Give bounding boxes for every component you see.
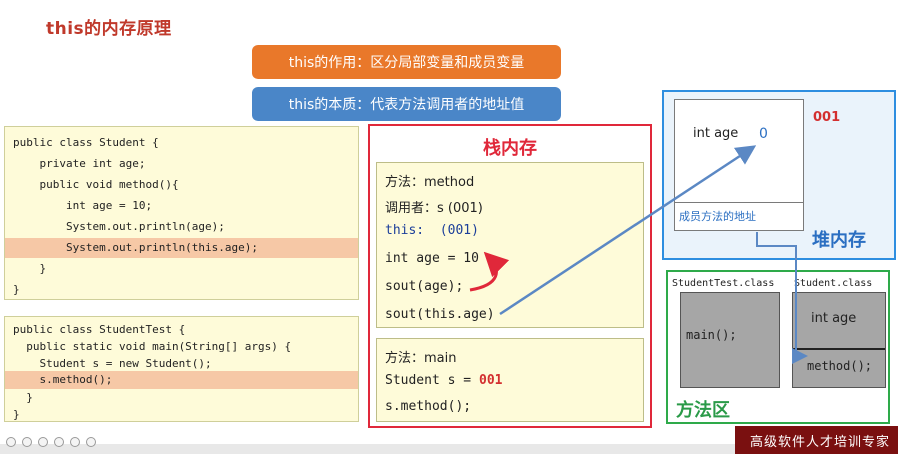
- frame-this: this: (001): [385, 223, 479, 238]
- control-dot-icon[interactable]: [54, 437, 64, 447]
- method-area-title: 方法区: [676, 400, 730, 421]
- stack-memory-panel: 栈内存 方法：method 调用者：s (001) this: (001) in…: [368, 124, 652, 428]
- code-line: int age = 10;: [13, 199, 153, 212]
- class-box-student: int age method();: [792, 292, 886, 388]
- heap-field-name: int age: [693, 126, 739, 141]
- class-method-method: method();: [807, 359, 873, 373]
- control-dot-icon[interactable]: [70, 437, 80, 447]
- code-line: }: [13, 391, 33, 404]
- heap-field-value: 0: [759, 126, 768, 142]
- code-line: System.out.println(age);: [13, 220, 225, 233]
- code-line: public void method(){: [13, 178, 179, 191]
- class-name-studenttest: StudentTest.class: [672, 278, 775, 289]
- class-field-age: int age: [811, 311, 857, 326]
- frame-var-value: 001: [479, 373, 503, 388]
- code-line: public static void main(String[] args) {: [13, 340, 292, 353]
- control-dot-icon[interactable]: [6, 437, 16, 447]
- heap-object: int age 0 成员方法的地址: [674, 99, 804, 231]
- class-divider: [793, 348, 885, 350]
- main-stack-frame: 方法：main Student s = 001 s.method();: [376, 338, 644, 422]
- class-method-main-label: main();: [686, 328, 737, 342]
- purpose-label: this的作用：区分局部变量和成员变量: [252, 45, 561, 79]
- frame-sout-age: sout(age);: [385, 279, 464, 294]
- code-block-student: public class Student { private int age; …: [4, 126, 359, 300]
- frame-local-var: int age = 10: [385, 251, 479, 266]
- player-controls[interactable]: [6, 437, 96, 447]
- frame-call: s.method();: [385, 399, 472, 414]
- frame-method-name: 方法：main: [385, 351, 457, 366]
- frame-sout-this-age: sout(this.age): [385, 307, 495, 322]
- heap-method-addr: 成员方法的地址: [679, 210, 756, 223]
- code-line: public class Student {: [13, 136, 159, 149]
- code-block-studenttest: public class StudentTest { public static…: [4, 316, 359, 422]
- heap-title: 堆内存: [812, 230, 866, 251]
- essence-label: this的本质：代表方法调用者的地址值: [252, 87, 561, 121]
- stack-title: 栈内存: [483, 138, 537, 159]
- control-dot-icon[interactable]: [22, 437, 32, 447]
- control-dot-icon[interactable]: [38, 437, 48, 447]
- code-line: }: [13, 408, 20, 421]
- slide-title: this的内存原理: [46, 19, 172, 39]
- frame-var-label: Student s =: [385, 373, 472, 388]
- heap-divider: [675, 202, 803, 203]
- heap-address: 001: [813, 110, 841, 125]
- footer-slogan: 高级软件人才培训专家: [735, 426, 898, 454]
- control-dot-icon[interactable]: [86, 437, 96, 447]
- code-line-highlighted: System.out.println(this.age);: [5, 238, 358, 258]
- code-line: }: [13, 283, 20, 296]
- code-line: }: [13, 262, 47, 275]
- footer-slogan-text: 高级软件人才培训专家: [749, 434, 890, 450]
- code-line: public class StudentTest {: [13, 323, 186, 336]
- code-line-highlighted: s.method();: [5, 371, 358, 389]
- method-stack-frame: 方法：method 调用者：s (001) this: (001) int ag…: [376, 162, 644, 328]
- frame-method-name: 方法：method: [385, 175, 475, 190]
- footer-line: [0, 444, 735, 454]
- frame-caller: 调用者：s (001): [385, 201, 483, 216]
- code-line: private int age;: [13, 157, 146, 170]
- code-line: Student s = new Student();: [13, 357, 212, 370]
- class-name-student: Student.class: [794, 278, 873, 289]
